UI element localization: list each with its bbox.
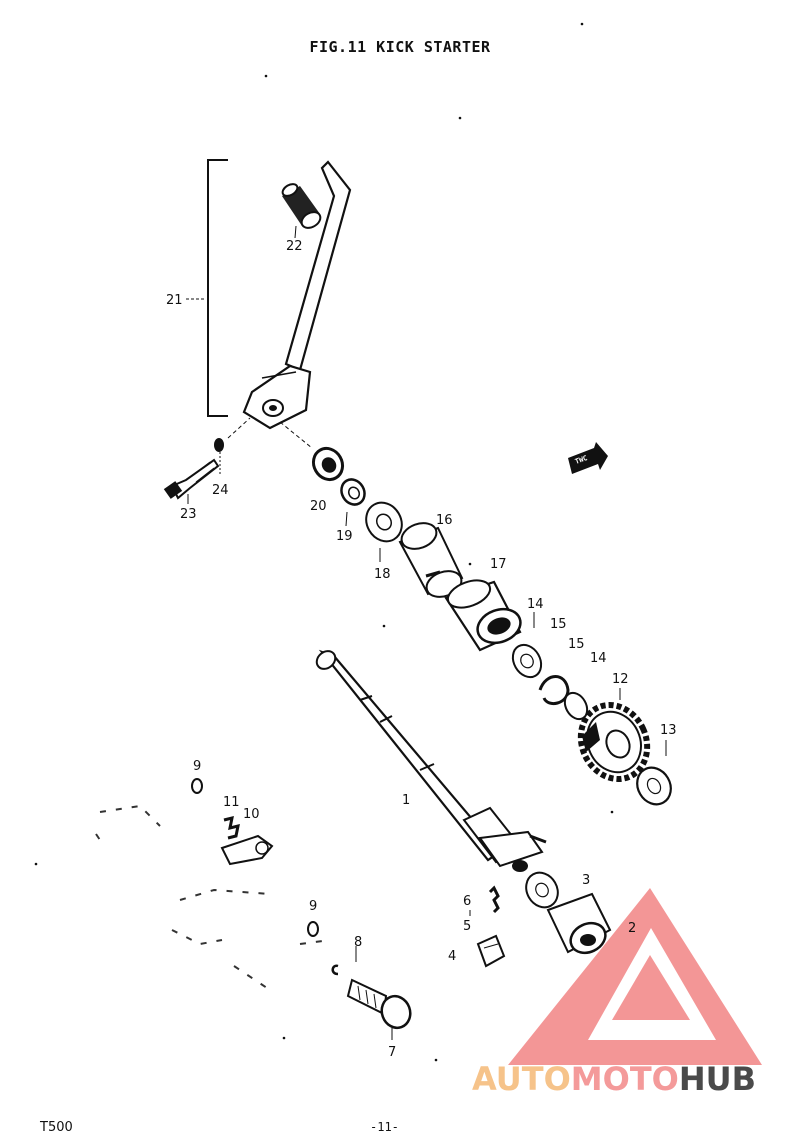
circlip <box>538 675 570 706</box>
callout-3: 3 <box>582 873 590 888</box>
kick-gear <box>577 702 651 782</box>
callout-21: 21 <box>166 293 183 308</box>
assembly-bracket <box>207 159 228 417</box>
callout-5: 5 <box>463 919 471 934</box>
watermark-logo: AUTOMOTOHUB <box>472 888 762 1098</box>
watermark-inner-triangle-icon <box>612 955 690 1020</box>
pawl-spring <box>488 885 500 914</box>
pawl <box>476 934 506 968</box>
callout-7: 7 <box>388 1045 396 1060</box>
crankcase-outline <box>95 804 331 991</box>
callout-19: 19 <box>336 529 353 544</box>
callout-13: 13 <box>660 723 677 738</box>
kick-rubber <box>281 183 322 229</box>
kick-lever <box>242 160 352 430</box>
lever-washer <box>214 438 224 452</box>
callout-9a: 9 <box>193 759 201 774</box>
direction-arrow-icon: TWC <box>568 442 608 474</box>
callout-24: 24 <box>212 483 229 498</box>
watermark-auto: AUTO <box>472 1060 571 1098</box>
direction-badge-text: TWC <box>574 454 589 466</box>
watermark-text: AUTOMOTOHUB <box>472 1060 756 1098</box>
callout-8: 8 <box>354 935 362 950</box>
watermark-moto: MOTO <box>571 1060 679 1098</box>
oil-seal <box>311 446 345 482</box>
clip-9a <box>191 778 203 794</box>
washer-18 <box>365 501 403 543</box>
callout-18: 18 <box>374 567 391 582</box>
callout-17: 17 <box>490 557 507 572</box>
figure-title: FIG.11 KICK STARTER <box>309 38 491 56</box>
callout-15b: 15 <box>568 637 585 652</box>
callout-20: 20 <box>310 499 327 514</box>
footer-page-number: -11- <box>370 1120 399 1134</box>
spacer <box>340 478 366 506</box>
spring-guide <box>525 871 559 909</box>
stopper-bolt <box>346 978 412 1030</box>
callout-1: 1 <box>402 793 410 808</box>
guide-housing <box>444 579 522 652</box>
stopper-washer <box>331 964 339 976</box>
callout-14a: 14 <box>527 597 544 612</box>
callout-6: 6 <box>463 894 471 909</box>
axis-dash-lever <box>227 417 251 439</box>
kick-shaft <box>315 649 547 872</box>
callout-9b: 9 <box>309 899 317 914</box>
callout-22: 22 <box>286 239 303 254</box>
leader-ticks <box>187 494 667 1040</box>
callout-4: 4 <box>448 949 456 964</box>
callout-12: 12 <box>612 672 629 687</box>
callout-14b: 14 <box>590 651 607 666</box>
callout-10: 10 <box>243 807 260 822</box>
footer-model: T500 <box>40 1120 73 1135</box>
washer-13 <box>636 766 672 806</box>
lever-bolt <box>163 458 220 500</box>
ratchet-lever <box>220 834 274 866</box>
callout-2: 2 <box>628 921 636 936</box>
washer-14a <box>511 643 543 679</box>
callout-23: 23 <box>180 507 197 522</box>
watermark-hub: HUB <box>679 1060 756 1098</box>
callout-labels: 1 2 3 4 5 6 7 8 9 9 10 11 12 13 14 14 15… <box>166 239 677 1060</box>
leader-22 <box>294 225 297 239</box>
axis-dash-main <box>279 421 313 449</box>
callout-15a: 15 <box>550 617 567 632</box>
clip-9b <box>307 921 319 937</box>
watermark-triangle-icon <box>508 888 762 1065</box>
speck-dots <box>34 22 614 1062</box>
return-spring <box>546 892 612 955</box>
ratchet-spring <box>223 815 240 840</box>
callout-16: 16 <box>436 513 453 528</box>
callout-11: 11 <box>223 795 240 810</box>
